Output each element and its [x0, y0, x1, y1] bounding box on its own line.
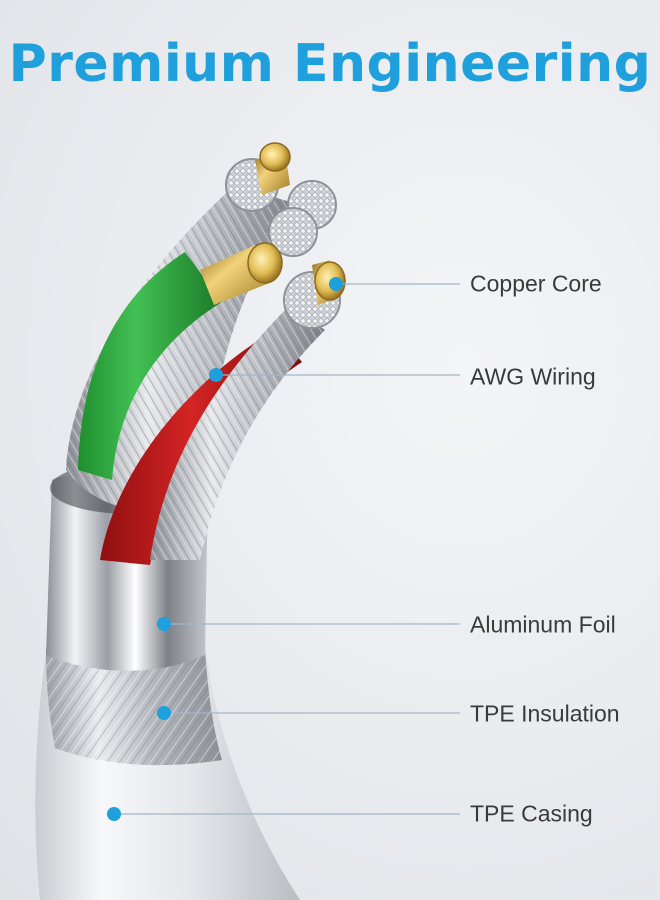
page-title: Premium Engineering	[0, 34, 660, 94]
aluminum-foil-marker	[157, 617, 171, 631]
copper-core-label: Copper Core	[470, 271, 602, 298]
copper-core-marker	[329, 277, 343, 291]
awg-wiring-label: AWG Wiring	[470, 364, 596, 391]
tpe-insulation-label: TPE Insulation	[470, 701, 620, 728]
awg-wiring-marker	[209, 368, 223, 382]
aluminum-foil-label: Aluminum Foil	[470, 612, 616, 639]
tpe-insulation-marker	[157, 706, 171, 720]
tpe-casing-marker	[107, 807, 121, 821]
tpe-casing-label: TPE Casing	[470, 801, 593, 828]
